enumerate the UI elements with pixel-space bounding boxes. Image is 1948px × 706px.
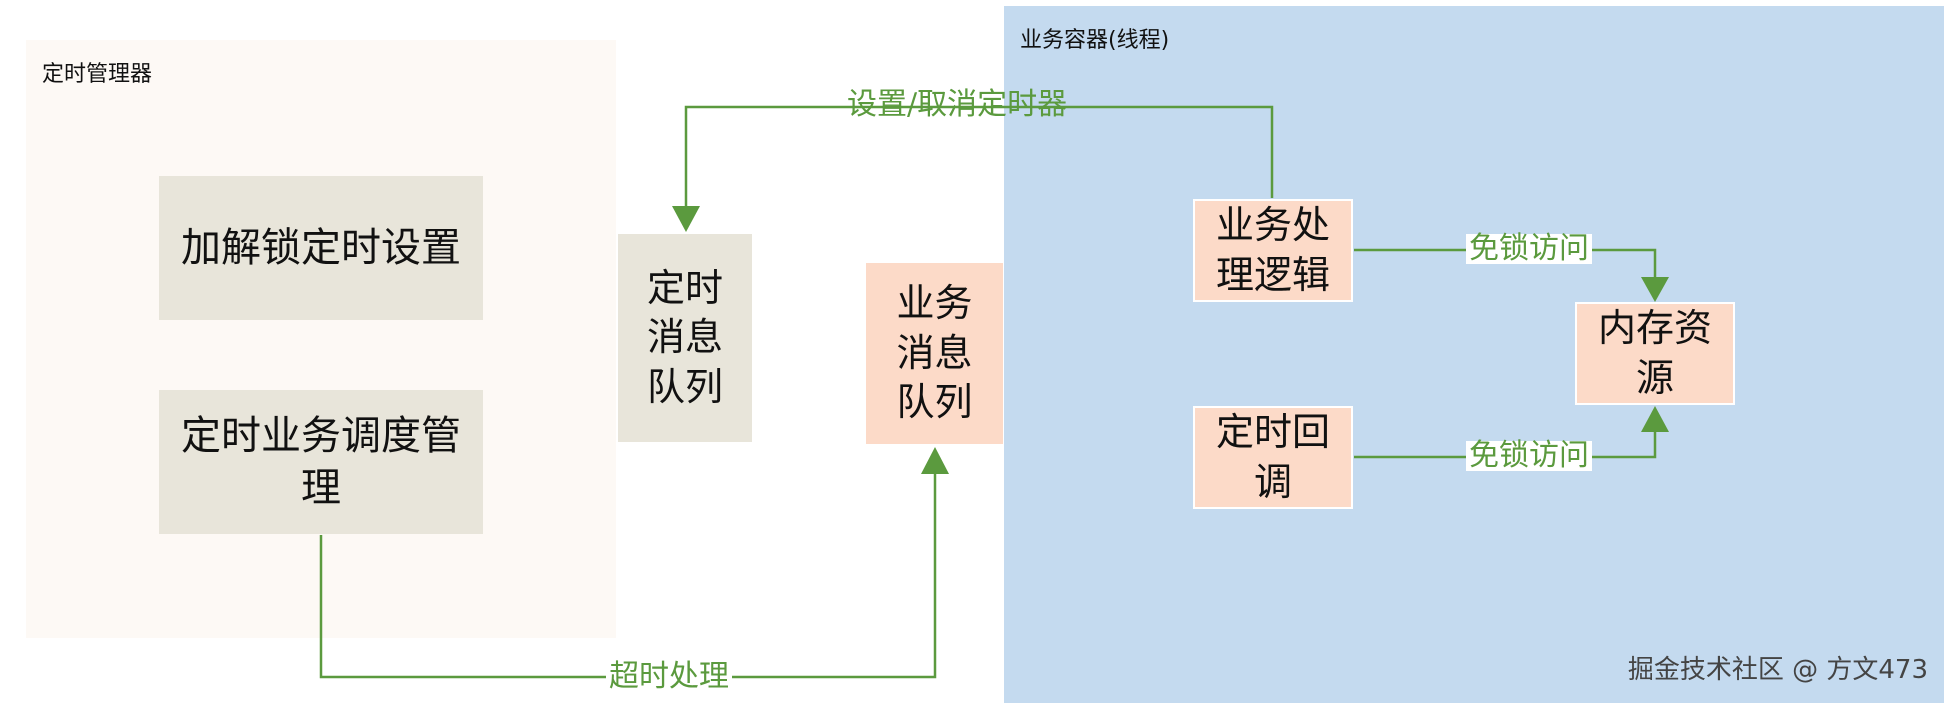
edge-lock-free-1-arrowhead	[1641, 277, 1669, 302]
business-message-queue-node: 业务消息队列	[866, 263, 1003, 444]
business-container-group: 业务容器(线程)	[1004, 6, 1944, 703]
lock-free-access-label-2: 免锁访问	[1466, 441, 1592, 471]
timer-manager-title: 定时管理器	[42, 62, 153, 87]
edge-lock-free-access-1	[1354, 248, 1657, 280]
edge-timeout-arrowhead	[921, 447, 949, 474]
timer-callback-node: 定时回调	[1193, 406, 1353, 509]
timer-business-scheduling-node: 定时业务调度管理	[159, 390, 483, 534]
business-logic-node: 业务处理逻辑	[1193, 199, 1353, 302]
edge-lock-free-2-arrowhead	[1641, 406, 1669, 432]
lock-timer-setting-node: 加解锁定时设置	[159, 176, 483, 320]
memory-resource-node: 内存资源	[1575, 302, 1735, 405]
watermark: 掘金技术社区 @ 方文473	[1627, 655, 1928, 685]
edge-set-cancel-timer	[684, 105, 1274, 210]
edge-set-cancel-arrowhead	[672, 206, 700, 232]
set-cancel-timer-label: 设置/取消定时器	[847, 87, 1068, 122]
edge-lock-free-access-2	[1354, 430, 1657, 459]
lock-free-access-label-1: 免锁访问	[1466, 234, 1592, 264]
business-container-title: 业务容器(线程)	[1020, 28, 1170, 53]
timeout-handling-label: 超时处理	[606, 662, 732, 692]
timer-message-queue-node: 定时消息队列	[618, 234, 752, 442]
